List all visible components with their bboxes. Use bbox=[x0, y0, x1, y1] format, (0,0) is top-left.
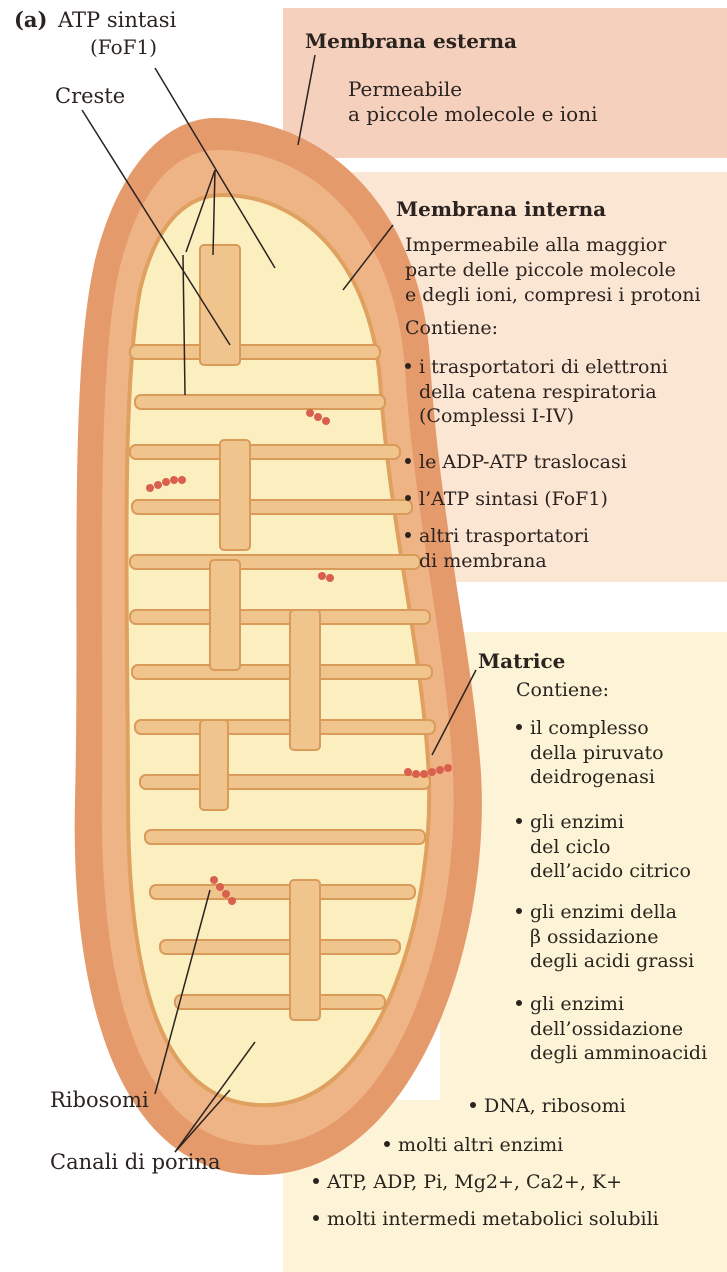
atp-synthase-formula: (FoF1) bbox=[90, 36, 157, 59]
outer-membrane-line: Permeabile bbox=[348, 78, 462, 101]
outer-membrane-title: Membrana esterna bbox=[305, 30, 517, 53]
matrix-item: gli enzimi della β ossidazione degli aci… bbox=[516, 900, 694, 974]
crista bbox=[135, 395, 385, 409]
crista bbox=[145, 830, 425, 844]
crista bbox=[132, 500, 412, 514]
crista bbox=[130, 610, 430, 624]
inner-membrane-line: e degli ioni, compresi i protoni bbox=[405, 285, 701, 307]
crista bbox=[150, 885, 415, 899]
matrix-bottom-item: molti intermedi metabolici solubili bbox=[313, 1207, 659, 1232]
crista bbox=[135, 720, 435, 734]
crista bbox=[130, 445, 400, 459]
crista bbox=[130, 345, 380, 359]
crista bbox=[200, 720, 228, 810]
crista bbox=[290, 880, 320, 1020]
crista bbox=[175, 995, 385, 1009]
crista bbox=[210, 560, 240, 670]
inner-item: i trasportatori di elettroni della caten… bbox=[405, 355, 668, 429]
porin-channels-label: Canali di porina bbox=[50, 1150, 220, 1174]
cristae-label: Creste bbox=[55, 84, 125, 108]
inner-item: l’ATP sintasi (FoF1) bbox=[405, 487, 608, 512]
matrix-bottom-item: molti altri enzimi bbox=[384, 1133, 563, 1158]
matrix-bottom-item: ATP, ADP, Pi, Mg2+, Ca2+, K+ bbox=[313, 1170, 622, 1195]
crista bbox=[290, 610, 320, 750]
inner-membrane-line: parte delle piccole molecole bbox=[405, 260, 676, 282]
matrix-item: gli enzimi dell’ossidazione degli ammino… bbox=[516, 992, 707, 1066]
matrix-bottom-item: DNA, ribosomi bbox=[470, 1094, 626, 1119]
matrix-title: Matrice bbox=[478, 650, 565, 673]
inner-membrane-line: Impermeabile alla maggior bbox=[405, 235, 666, 257]
crista bbox=[140, 775, 430, 789]
inner-item: le ADP-ATP traslocasi bbox=[405, 450, 627, 475]
matrix-item: gli enzimi del ciclo dell’acido citrico bbox=[516, 810, 691, 884]
crista bbox=[200, 245, 240, 365]
inner-membrane-title: Membrana interna bbox=[396, 198, 606, 221]
matrix-contains: Contiene: bbox=[516, 680, 609, 702]
atp-synthase-label: ATP sintasi bbox=[58, 8, 176, 32]
panel-label: (a) bbox=[14, 8, 47, 32]
crista bbox=[220, 440, 250, 550]
outer-membrane-line: a piccole molecole e ioni bbox=[348, 103, 598, 126]
crista bbox=[130, 555, 420, 569]
inner-item: altri trasportatori di membrana bbox=[405, 524, 589, 573]
ribosomes-label: Ribosomi bbox=[50, 1088, 149, 1112]
matrix-item: il complesso della piruvato deidrogenasi bbox=[516, 716, 664, 790]
crista bbox=[132, 665, 432, 679]
inner-membrane-contains: Contiene: bbox=[405, 318, 498, 340]
